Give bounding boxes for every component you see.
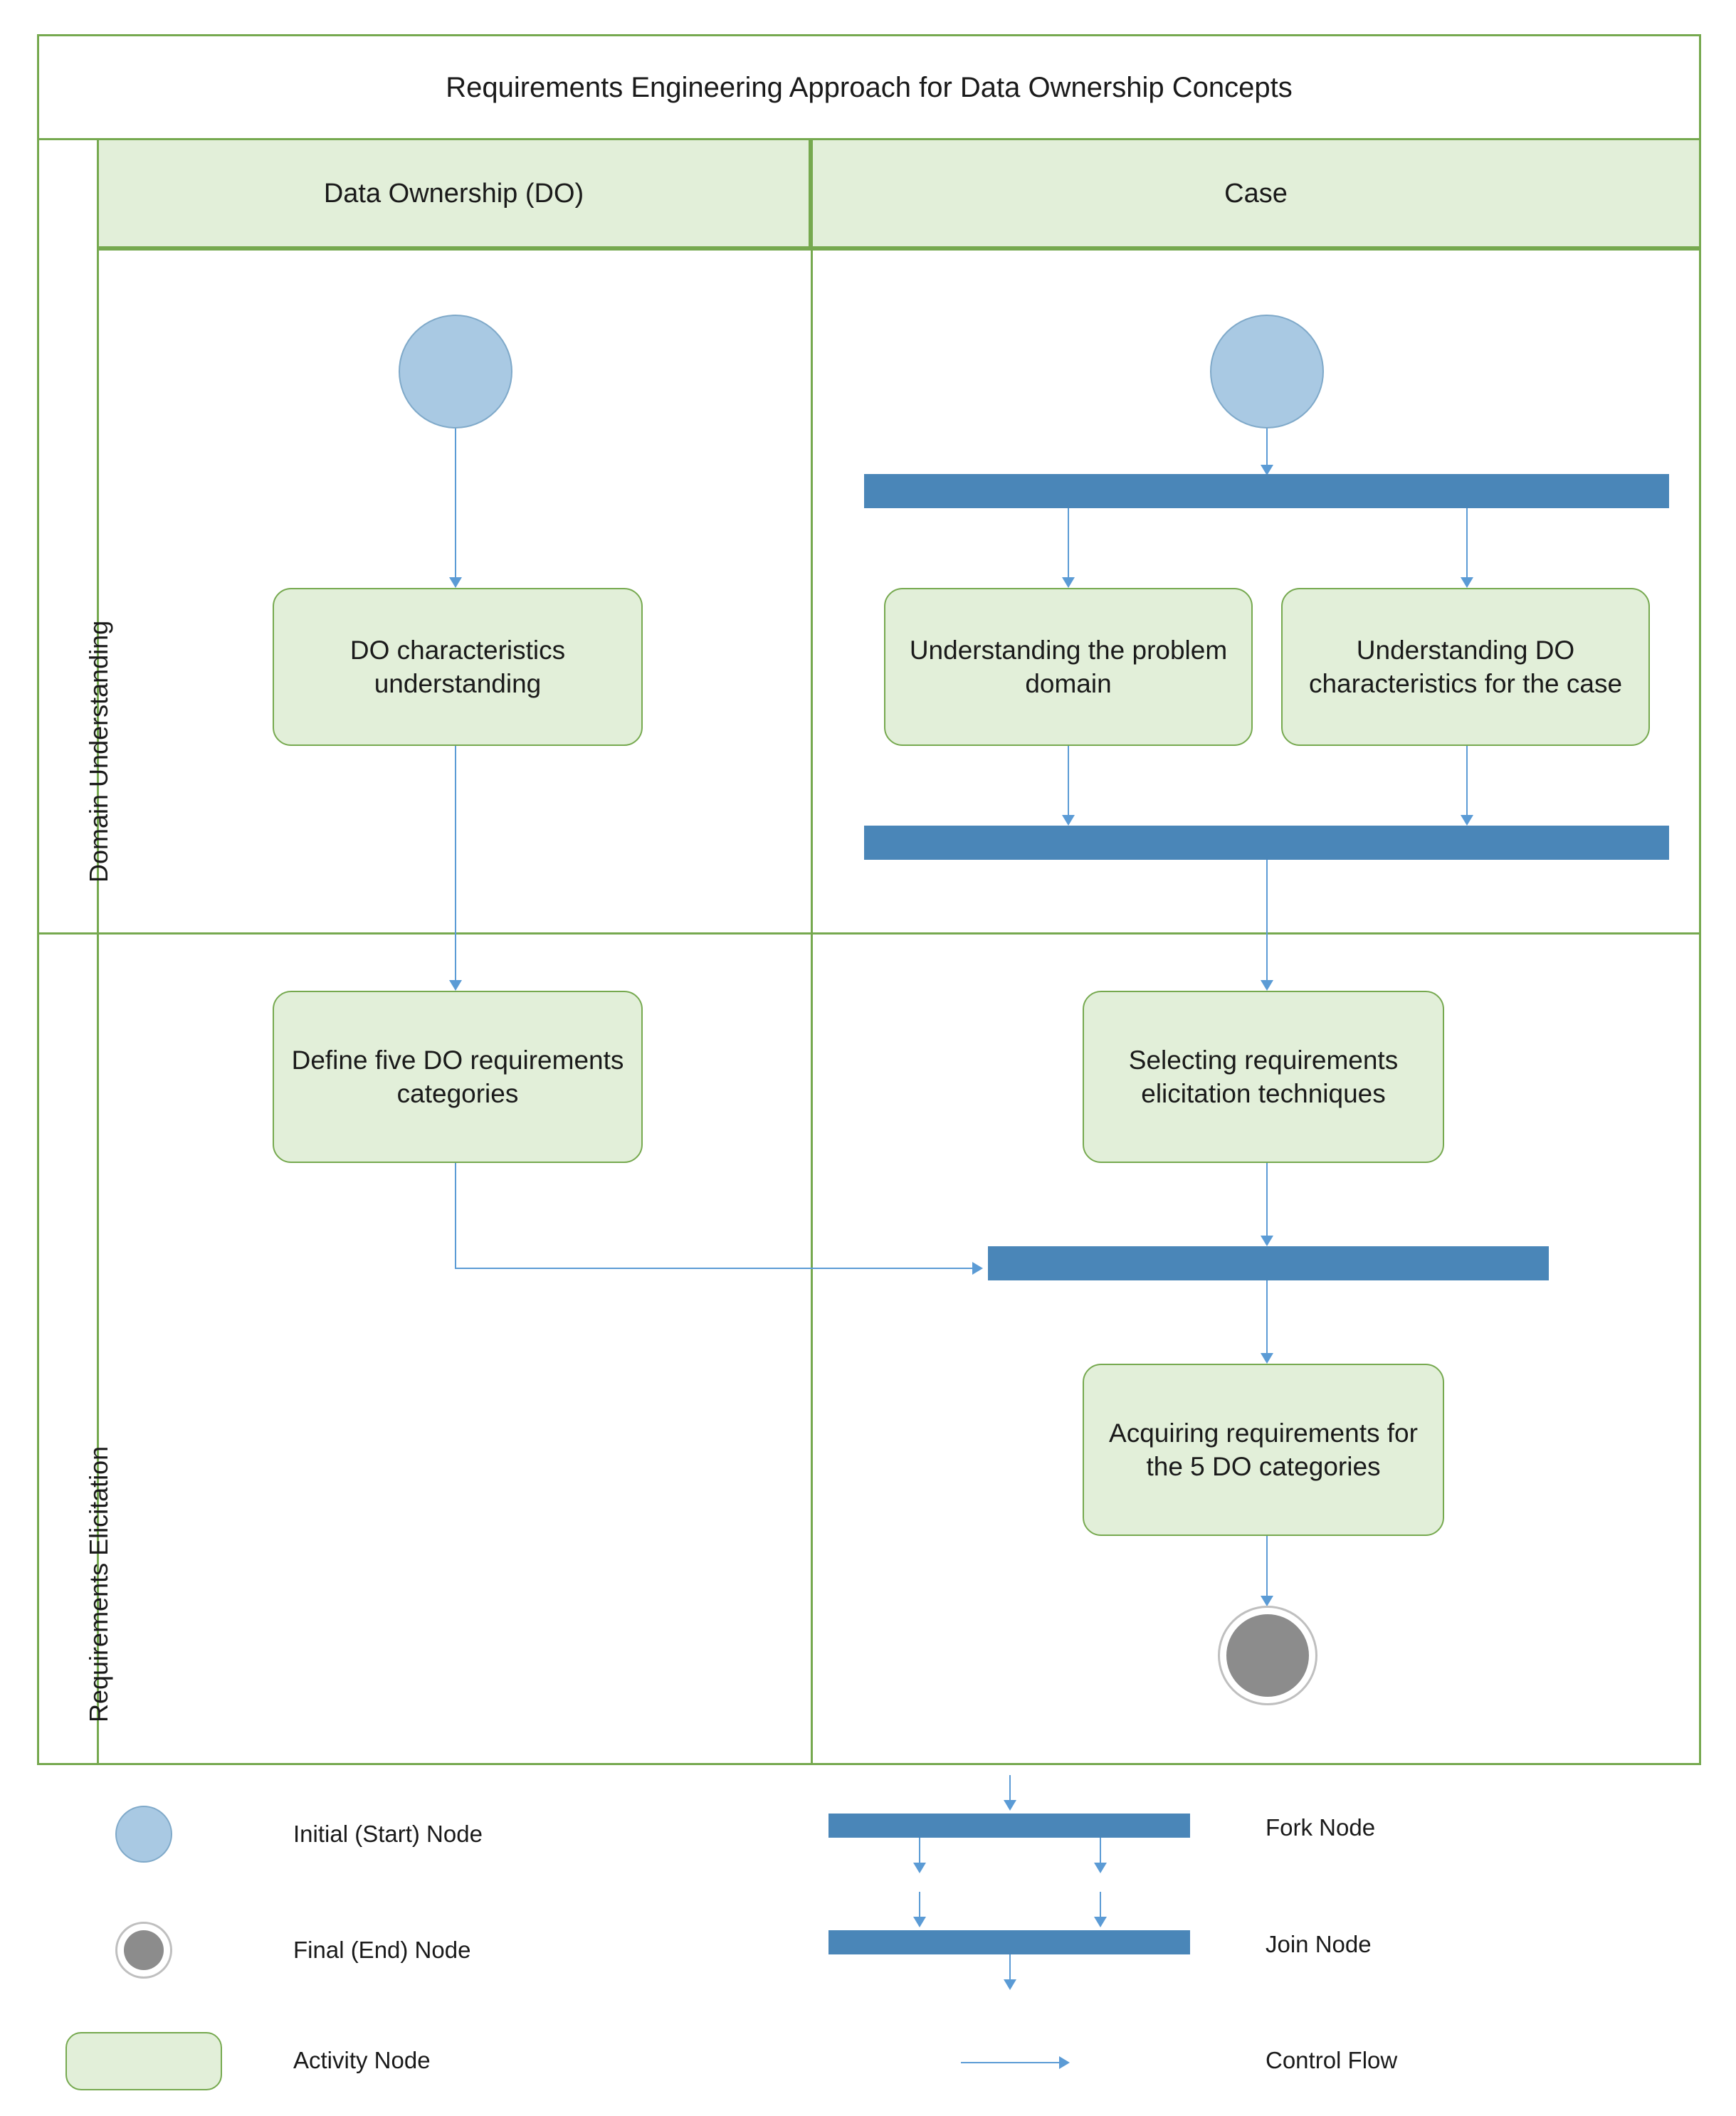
flow-define-categories-across bbox=[455, 1268, 978, 1269]
flow-problem-domain-to-join bbox=[1068, 746, 1069, 821]
flow-selecting-techniques-to-join bbox=[1266, 1163, 1268, 1241]
legend-fork-out-right-arrowhead bbox=[1094, 1863, 1107, 1873]
row-divider bbox=[37, 932, 1701, 935]
arrowhead-do-start-to-characteristics bbox=[449, 577, 462, 588]
rowlabel-divider bbox=[97, 138, 99, 1765]
column-header-do bbox=[97, 138, 811, 248]
diagram-title: Requirements Engineering Approach for Da… bbox=[446, 72, 1293, 103]
flow-define-categories-down bbox=[455, 1163, 456, 1268]
legend-label-join-node: Join Node bbox=[1266, 1931, 1372, 1957]
arrowhead-problem-domain-to-join bbox=[1062, 815, 1075, 826]
flow-fork-to-problem-domain bbox=[1068, 508, 1069, 583]
legend-control-flow-arrowhead bbox=[1059, 2056, 1070, 2069]
flow-case-start-to-fork bbox=[1266, 428, 1268, 474]
legend-join-in-right-arrowhead bbox=[1094, 1917, 1107, 1927]
arrowhead-case-start-to-fork bbox=[1261, 465, 1273, 475]
activity-define-five-categories: Define five DO requirements categories bbox=[273, 991, 643, 1163]
initial-node-do bbox=[399, 315, 512, 428]
column-divider bbox=[811, 138, 813, 1765]
flow-join-to-acquiring-requirements bbox=[1266, 1280, 1268, 1359]
legend-fork-in-line bbox=[1009, 1775, 1011, 1806]
column-header-do-label: Data Ownership (DO) bbox=[323, 179, 584, 209]
row-label-domain-understanding: Domain Understanding bbox=[84, 620, 113, 883]
flow-acquiring-to-final bbox=[1266, 1536, 1268, 1601]
column-header-case-label: Case bbox=[1224, 179, 1288, 209]
join-node-row2 bbox=[988, 1246, 1549, 1280]
flow-fork-to-do-characteristics-case bbox=[1466, 508, 1468, 583]
flow-do-characteristics-to-define-categories bbox=[455, 746, 456, 986]
legend-label-final-node: Final (End) Node bbox=[293, 1937, 471, 1963]
legend-fork-out-left-arrowhead bbox=[913, 1863, 926, 1873]
arrowhead-fork-to-do-characteristics-case bbox=[1461, 577, 1473, 588]
header-body-divider bbox=[97, 248, 1701, 251]
activity-do-characteristics: DO characteristics understanding bbox=[273, 588, 643, 746]
final-node bbox=[1218, 1606, 1317, 1705]
flow-do-start-to-characteristics bbox=[455, 428, 456, 583]
join-node-row1 bbox=[864, 826, 1669, 860]
arrowhead-join-to-selecting-techniques bbox=[1261, 980, 1273, 991]
activity-understanding-problem-domain: Understanding the problem domain bbox=[884, 588, 1253, 746]
legend-join-in-left-line bbox=[919, 1892, 920, 1922]
arrowhead-define-categories-to-join bbox=[972, 1262, 983, 1275]
legend-label-control-flow: Control Flow bbox=[1266, 2047, 1398, 2073]
legend-control-flow-icon bbox=[961, 2062, 1064, 2063]
legend-initial-node-icon bbox=[115, 1806, 172, 1863]
legend-final-node-icon bbox=[115, 1922, 172, 1979]
legend-fork-out-right-line bbox=[1100, 1838, 1101, 1868]
legend-label-initial-node: Initial (Start) Node bbox=[293, 1821, 483, 1847]
activity-acquiring-requirements: Acquiring requirements for the 5 DO cate… bbox=[1083, 1364, 1444, 1536]
legend-join-out-arrowhead bbox=[1004, 1979, 1016, 1990]
legend-join-out-line bbox=[1009, 1954, 1011, 1985]
activity-understanding-do-characteristics: Understanding DO characteristics for the… bbox=[1281, 588, 1650, 746]
legend-join-in-right-line bbox=[1100, 1892, 1101, 1922]
legend-activity-node-icon bbox=[65, 2032, 222, 2090]
legend-label-fork-node: Fork Node bbox=[1266, 1814, 1376, 1841]
legend-label-activity-node: Activity Node bbox=[293, 2047, 431, 2073]
fork-node-row1 bbox=[864, 474, 1669, 508]
legend-join-node-icon bbox=[828, 1930, 1190, 1954]
arrowhead-fork-to-problem-domain bbox=[1062, 577, 1075, 588]
column-header-case bbox=[811, 138, 1701, 248]
arrowhead-selecting-techniques-to-join bbox=[1261, 1236, 1273, 1246]
diagram-frame bbox=[37, 34, 1701, 1765]
arrowhead-join-to-acquiring-requirements bbox=[1261, 1353, 1273, 1364]
activity-selecting-techniques: Selecting requirements elicitation techn… bbox=[1083, 991, 1444, 1163]
flow-do-characteristics-case-to-join bbox=[1466, 746, 1468, 821]
row-label-requirements-elicitation: Requirements Elicitation bbox=[84, 1446, 113, 1722]
arrowhead-do-characteristics-to-define-categories bbox=[449, 980, 462, 991]
arrowhead-do-characteristics-case-to-join bbox=[1461, 815, 1473, 826]
initial-node-case bbox=[1210, 315, 1324, 428]
legend-join-in-left-arrowhead bbox=[913, 1917, 926, 1927]
legend-fork-out-left-line bbox=[919, 1838, 920, 1868]
arrowhead-acquiring-to-final bbox=[1261, 1596, 1273, 1606]
flow-join-to-selecting-techniques bbox=[1266, 860, 1268, 986]
legend-fork-in-arrowhead bbox=[1004, 1800, 1016, 1811]
legend-fork-node-icon bbox=[828, 1814, 1190, 1838]
